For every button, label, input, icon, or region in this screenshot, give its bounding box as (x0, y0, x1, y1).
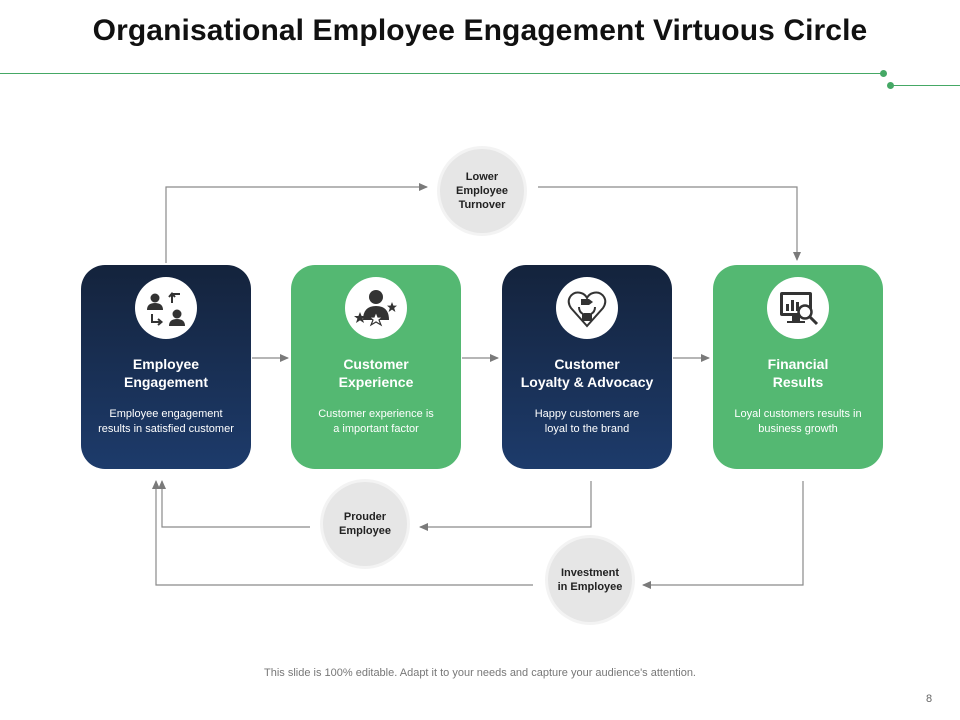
bubble-investment-in-employee: Investment in Employee (548, 538, 632, 622)
arrow-prouder-card1 (158, 480, 310, 528)
card-description: Loyal customers results in business grow… (734, 408, 862, 435)
card-title: Customer Experience (338, 356, 414, 390)
card-customer-loyalty: Customer Loyalty & Advocacy Happy custom… (502, 265, 672, 469)
card-financial-results: Financial Results Loyal customers result… (713, 265, 883, 469)
card-customer-experience: Customer Experience Customer experience … (291, 265, 461, 469)
arrow-top-right (538, 186, 801, 261)
arrow-card4-investment (642, 481, 804, 589)
page-number: 8 (926, 693, 933, 705)
header-divider (0, 73, 884, 74)
people-exchange-icon (135, 277, 197, 339)
analytics-monitor-icon (767, 277, 829, 339)
card-description: Customer experience is a important facto… (318, 408, 434, 435)
card-description: Employee engagement results in satisfied… (98, 408, 234, 435)
card-employee-engagement: Employee Engagement Employee engagement … (81, 265, 251, 469)
footer-note: This slide is 100% editable. Adapt it to… (264, 667, 696, 679)
heart-hand-icon (556, 277, 618, 339)
arrow-investment-card1 (152, 480, 533, 586)
card-description: Happy customers are loyal to the brand (534, 408, 640, 435)
header-divider (890, 85, 960, 86)
arrow-card3-prouder (419, 481, 592, 531)
bubble-lower-employee-turnover: Lower Employee Turnover (440, 149, 524, 233)
header-dot (880, 70, 887, 77)
arrow-top-left (165, 183, 428, 263)
card-title: Financial Results (767, 356, 829, 390)
card-title: Customer Loyalty & Advocacy (520, 356, 654, 390)
slide-title: Organisational Employee Engagement Virtu… (92, 14, 868, 47)
customer-stars-icon (345, 277, 407, 339)
card-title: Employee Engagement (123, 356, 208, 390)
bubble-prouder-employee: Prouder Employee (323, 482, 407, 566)
